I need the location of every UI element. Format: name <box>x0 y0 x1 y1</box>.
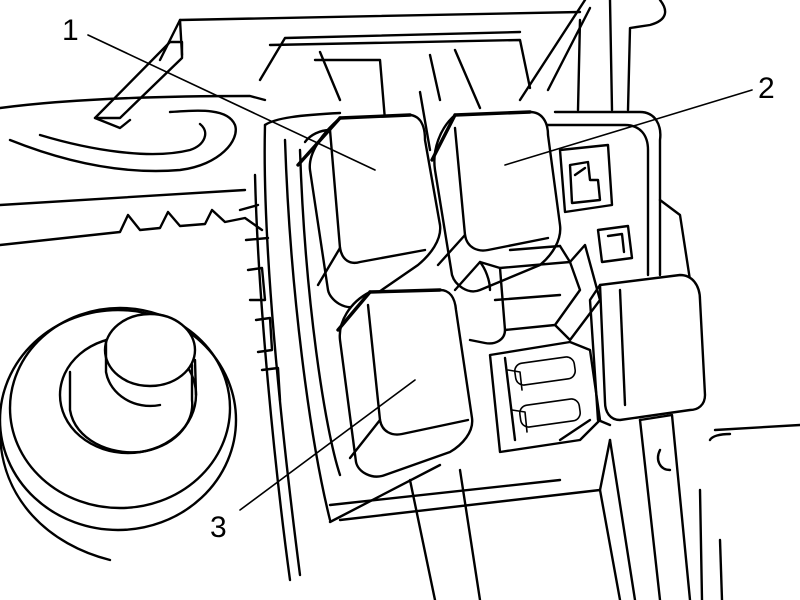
relay-3 <box>336 288 474 478</box>
relay-2 <box>418 90 562 293</box>
small-connectors <box>558 143 634 264</box>
leader-line-2 <box>504 89 753 166</box>
right-connector <box>588 273 707 427</box>
background-structure <box>0 0 667 247</box>
relay-1 <box>296 113 442 309</box>
leader-line-1 <box>87 34 376 171</box>
grommet-knob <box>0 306 238 562</box>
callout-label-3: 3 <box>210 511 227 544</box>
leader-lines <box>87 34 753 511</box>
callout-label-1: 1 <box>62 14 79 47</box>
relay-box-housing <box>238 110 800 600</box>
leader-line-3 <box>239 379 416 511</box>
fuse-block <box>488 340 602 454</box>
callout-label-2: 2 <box>758 72 775 105</box>
